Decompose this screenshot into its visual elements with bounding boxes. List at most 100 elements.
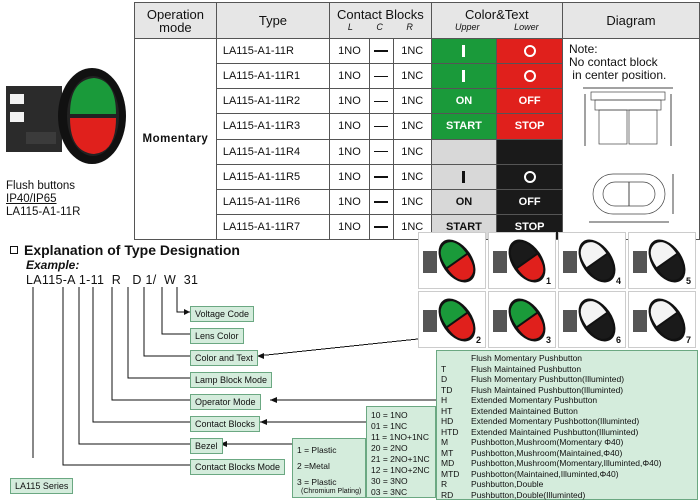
contact-option: 20 = 2NO	[371, 443, 408, 453]
tag-voltage-code: Voltage Code	[190, 306, 255, 322]
contact-r-cell: 1NC	[392, 63, 432, 90]
operator-mode-row: RD Pushbutton,Double(Illuminted)	[441, 490, 693, 501]
on-bar-icon	[462, 45, 466, 58]
header-type: Type	[215, 2, 331, 39]
thumbnail-number: 1	[545, 276, 551, 286]
example-label: Example:	[26, 258, 80, 272]
type-cell: LA115-A1-11R6	[215, 188, 331, 215]
operator-mode-row: HD Extended Momentary Pushbotton(Illumint…	[441, 416, 693, 427]
operator-mode-desc: Pushbutton,Double(Illuminted)	[471, 489, 586, 500]
type-cell: LA115-A1-11R1	[215, 63, 331, 90]
upper-label: ON	[455, 95, 473, 108]
dash-icon	[374, 50, 389, 52]
header-contact-l: L	[347, 21, 353, 32]
contact-option: 12 = 1NO+2NC	[371, 465, 430, 475]
contact-option: 21 = 2NO+1NC	[371, 454, 430, 464]
tag-contact-blocks: Contact Blocks	[190, 416, 261, 432]
tag-series: LA115 Series	[10, 478, 74, 494]
thumbnail-number: 5	[685, 276, 691, 286]
operator-mode-code: MD	[441, 458, 455, 468]
type-cell: LA115-A1-11R4	[215, 138, 331, 165]
dash-icon	[374, 75, 389, 78]
contact-l-cell: 1NO	[329, 163, 370, 190]
upper-label: START	[446, 220, 482, 233]
upper-label: ON	[455, 195, 473, 208]
thumbnail-number: 4	[615, 276, 621, 286]
operator-mode-code: HT	[441, 405, 453, 416]
type-cell: LA115-A1-11R5	[215, 163, 331, 190]
thumbnail-number: 2	[475, 335, 481, 345]
contact-c-cell	[368, 63, 394, 90]
operator-mode-row: Flush Momentary Pushbutton	[441, 353, 693, 364]
contact-r-cell: 1NC	[392, 163, 432, 190]
diagram-note-line: No contact block	[568, 55, 658, 69]
on-bar-icon	[462, 170, 466, 183]
contact-c-cell	[368, 113, 394, 140]
operator-mode-code: HD	[441, 416, 454, 426]
contact-option: 11 = 1NO+1NC	[371, 432, 429, 442]
lower-color-cell: OFF	[496, 88, 563, 115]
header-upper: Upper	[454, 21, 480, 32]
operator-mode-desc: Extended Momentary Pushbutton	[471, 395, 598, 405]
diagram-note-line: Note:	[568, 42, 598, 56]
product-photo	[4, 64, 130, 174]
caption-line-3: LA115-A1-11R	[6, 206, 81, 218]
operator-mode-desc: Flush Maintained Pushbutton	[471, 363, 582, 374]
upper-label: START	[446, 120, 482, 133]
operator-mode-desc: Pushbotton,Mushroom(Momentary,Illuminted…	[471, 458, 662, 468]
lower-label: OFF	[518, 95, 541, 108]
diagram-cell: Note:No contact block in center position…	[561, 38, 700, 240]
type-cell: LA115-A1-11R2	[215, 88, 331, 115]
lower-color-cell: STOP	[496, 113, 563, 140]
operator-mode-code: R	[441, 479, 448, 489]
contact-l-cell: 1NO	[329, 213, 370, 241]
dash-icon	[374, 201, 389, 203]
bezel-option: (Chromium Plating)	[301, 488, 362, 495]
lower-color-cell: OFF	[496, 188, 563, 215]
operator-mode-desc: Extended Maintained Button	[471, 405, 578, 416]
contact-l-cell: 1NO	[329, 37, 370, 65]
header-contact-r: R	[406, 21, 413, 32]
contact-c-cell	[368, 88, 394, 115]
bullet-square-icon	[10, 246, 18, 254]
dash-icon	[374, 150, 389, 153]
upper-color-cell: ON	[430, 88, 498, 115]
operator-mode-desc: Extended Momentary Pushbotton(Illuminted…	[471, 416, 640, 426]
product-caption: Flush buttons IP40/IP65 LA115-A1-11R	[6, 180, 80, 219]
bezel-option: 2 =Metal	[297, 461, 330, 471]
button-thumbnail	[418, 232, 486, 289]
operator-mode-desc: Flush Momentary Pushbutton	[471, 353, 583, 363]
dash-icon	[374, 176, 389, 178]
operator-mode-row: HT Extended Maintained Button	[441, 406, 693, 417]
tag-bezel: Bezel	[190, 438, 223, 454]
button-thumbnail: 4	[558, 232, 626, 289]
mode-cell: Momentary	[134, 38, 217, 240]
contact-option: 03 = 3NC	[371, 487, 408, 497]
operator-mode-code: D	[441, 374, 448, 384]
contact-l-cell: 1NO	[329, 188, 370, 215]
lower-label: STOP	[514, 120, 545, 133]
type-cell: LA115-A1-11R7	[215, 213, 331, 241]
thumbnail-number: 3	[545, 335, 551, 345]
operator-mode-desc: Pushbutton,Double	[471, 479, 544, 489]
operator-mode-desc: Pushbotton(Maintained,Illuminted,Φ40)	[471, 468, 619, 479]
header-contact-blocks: Contact Blocks L C R	[329, 2, 432, 39]
lower-label: STOP	[514, 220, 545, 233]
on-bar-icon	[462, 70, 466, 83]
caption-line-1: Flush buttons	[6, 180, 76, 192]
operator-mode-desc: Pushbotton,Mushroom(Maintained,Φ40)	[471, 447, 623, 458]
contact-option: 01 = 1NC	[371, 421, 408, 431]
operator-mode-code: RD	[441, 489, 454, 500]
